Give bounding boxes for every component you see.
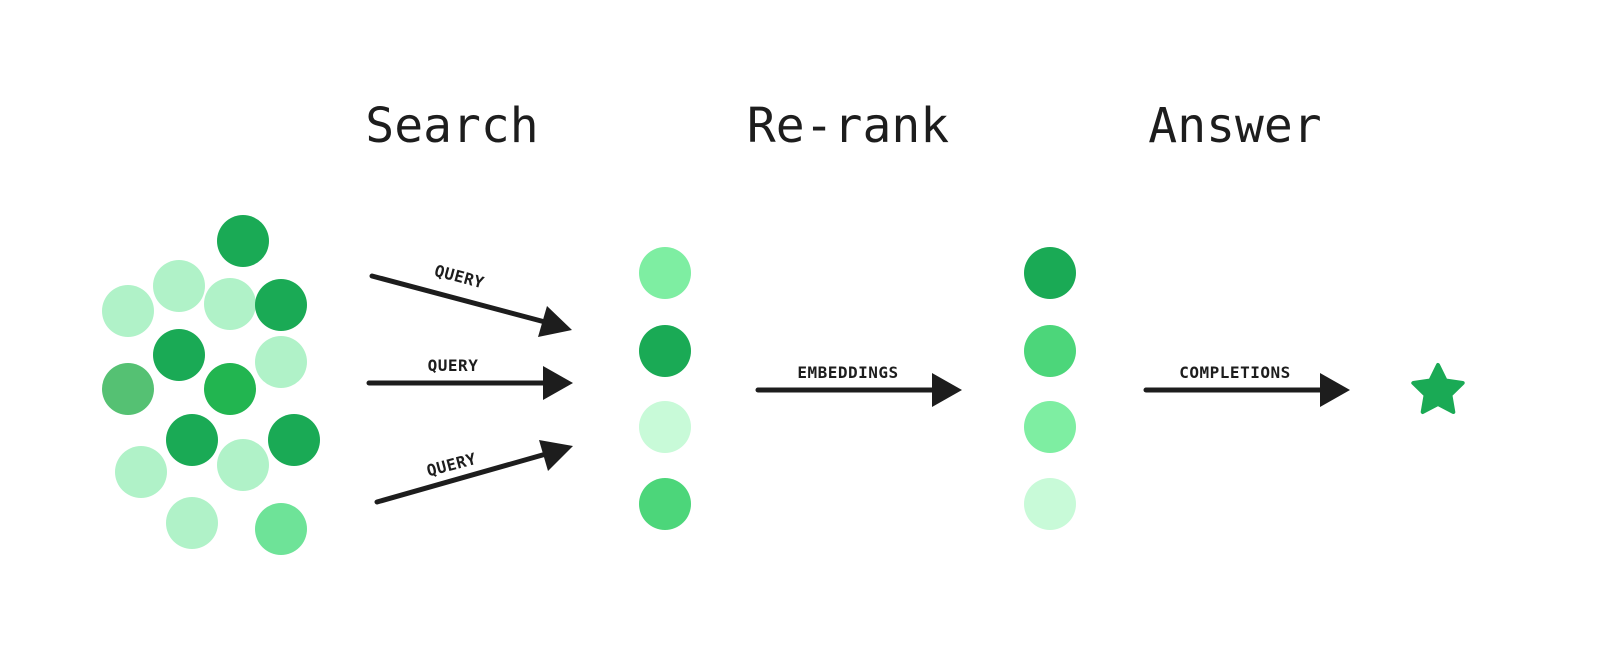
candidate-dot [639,401,691,453]
query-arrow-top: QUERY [369,261,572,337]
reranked-dot [1024,325,1076,377]
document-dot [255,503,307,555]
arrow-label-completions: COMPLETIONS [1179,363,1290,382]
reranked-dot [1024,478,1076,530]
document-dot [268,414,320,466]
document-dot [166,497,218,549]
stage-title-search: Search [365,98,538,154]
document-dot [166,414,218,466]
document-dot [217,215,269,267]
retrieved-candidates [639,247,691,530]
completions-arrow: COMPLETIONS [1143,363,1350,407]
document-dot [153,260,205,312]
document-dot [204,363,256,415]
document-dot [102,363,154,415]
document-dot [204,278,256,330]
arrow-label-query: QUERY [428,356,479,375]
reranked-results [1024,247,1076,530]
document-dot [153,329,205,381]
reranked-dot [1024,401,1076,453]
arrow-label-embeddings: EMBEDDINGS [797,363,898,382]
arrow-label-query: QUERY [432,261,486,292]
document-dot [102,285,154,337]
query-arrow-middle: QUERY [366,356,573,400]
stage-title-answer: Answer [1148,98,1321,154]
candidate-dot [639,325,691,377]
star-icon [1411,363,1465,414]
embeddings-arrow: EMBEDDINGS [755,363,962,407]
candidate-dot [639,247,691,299]
document-dot [255,279,307,331]
reranked-dot [1024,247,1076,299]
stage-title-rerank: Re-rank [747,98,949,154]
query-arrow-bottom: QUERY [374,440,573,505]
document-dot [115,446,167,498]
document-pool [102,215,320,555]
document-dot [217,439,269,491]
candidate-dot [639,478,691,530]
document-dot [255,336,307,388]
